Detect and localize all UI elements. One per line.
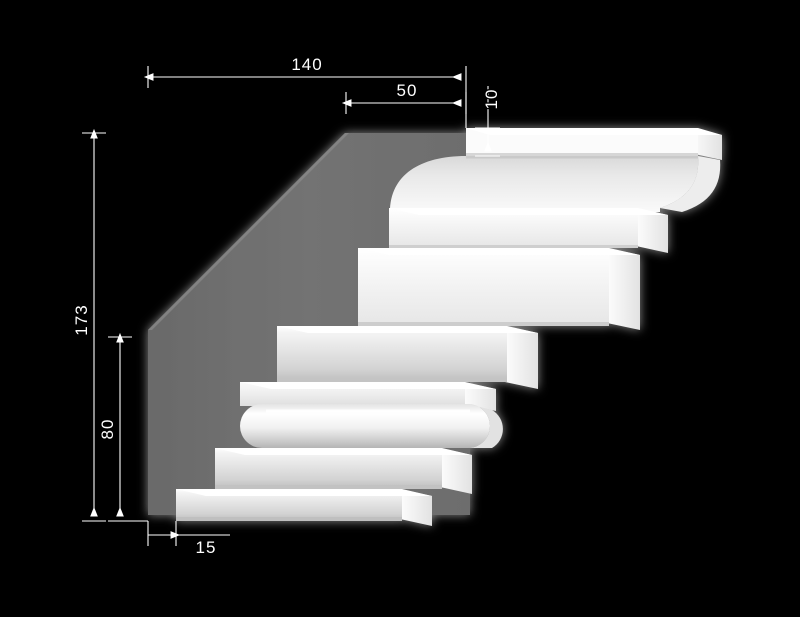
dim-50-label: 50 [397,81,418,100]
band3-side-face [505,326,538,389]
dim-140-label: 140 [291,55,322,74]
band2 [358,248,609,326]
dimension-lower-height [108,332,148,522]
back-wall-left-highlight [148,133,349,330]
top-slab-bottom-shadow [466,153,698,156]
band1-bottom-shadow [389,245,638,248]
band1-top-edge [389,208,668,215]
dim-173-label: 173 [72,304,91,335]
cove-top-seam [466,156,698,159]
fillet-top-edge [240,382,496,389]
cove [390,156,699,212]
top-slab-top-edge [466,128,722,135]
band3-bottom-shadow [277,378,507,382]
band4-side-face [440,448,472,494]
band4-bottom-shadow [215,485,442,489]
dimension-overall-height [82,128,106,522]
band3 [277,326,507,382]
band4-top-edge [215,448,472,455]
base-band-top-edge [176,489,432,496]
bead [240,404,490,448]
band2-bottom-shadow [358,322,609,326]
moulding-render [148,128,722,526]
dimension-top-slab-width [341,92,467,114]
dim-10-label: 10 [482,89,501,110]
band1-side-face [636,208,668,253]
band3-top-edge [277,326,538,333]
dimension-base-offset [147,521,230,546]
band2-side-face [607,248,640,330]
cove-side-face [660,156,721,212]
dim-15-label: 15 [196,538,217,557]
bead-side-cap [468,404,503,448]
base-band-side-face [400,489,432,526]
fillet-side-face [463,382,496,411]
dim-80-label: 80 [98,419,117,440]
base-band-bottom-shadow [176,517,402,521]
dimension-top-slab-thickness [475,86,500,157]
band2-top-edge [358,248,640,255]
